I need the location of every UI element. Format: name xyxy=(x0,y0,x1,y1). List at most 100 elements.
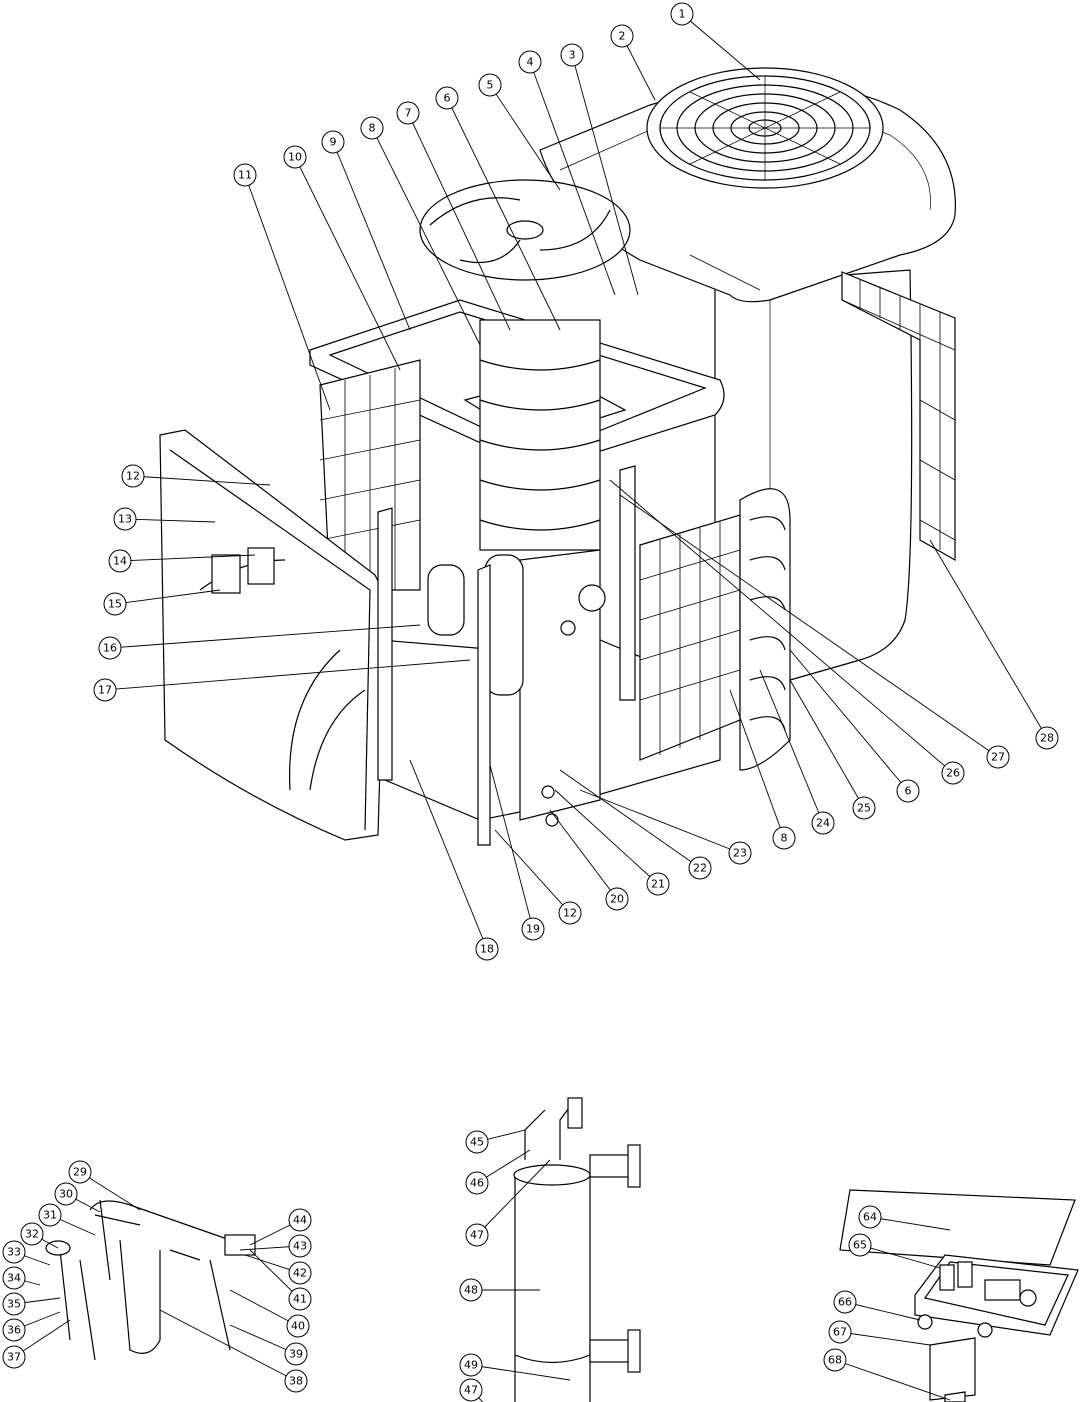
callout-bubble xyxy=(728,841,752,865)
callout-bubble xyxy=(435,86,459,110)
callout-11: 11 xyxy=(233,163,331,411)
callout-bubble xyxy=(93,678,117,702)
callout-bubble xyxy=(20,1222,44,1246)
callout-bubble xyxy=(284,1369,308,1393)
callout-bubble xyxy=(521,917,545,941)
callout-bubble xyxy=(283,145,307,169)
callout-number: 21 xyxy=(651,878,665,891)
callout-leader xyxy=(834,1359,951,1401)
callout-47: 47 xyxy=(465,1159,551,1247)
callout-leader xyxy=(470,1389,484,1402)
callout-9: 9 xyxy=(321,130,411,331)
callout-48: 48 xyxy=(459,1278,540,1302)
callout-16: 16 xyxy=(98,624,421,660)
callout-leader xyxy=(114,589,221,605)
callout-31: 31 xyxy=(38,1203,96,1236)
callout-number: 31 xyxy=(43,1209,57,1222)
callout-43: 43 xyxy=(239,1234,312,1258)
callout-bubble xyxy=(475,937,499,961)
fan-blade xyxy=(419,179,631,281)
callout-bubble xyxy=(321,130,345,154)
callout-leader xyxy=(549,809,618,900)
callout-number: 46 xyxy=(470,1177,484,1190)
callout-leader xyxy=(446,97,561,331)
controller-display xyxy=(211,554,241,594)
callout-19: 19 xyxy=(489,764,545,941)
callout-number: 4 xyxy=(527,56,534,69)
callout-number: 20 xyxy=(610,893,624,906)
callout-bubble xyxy=(288,1234,312,1258)
callout-number: 3 xyxy=(569,49,576,62)
callout-number: 1 xyxy=(679,8,686,21)
callout-number: 6 xyxy=(444,92,451,105)
callout-29: 29 xyxy=(68,1160,141,1211)
valve-body xyxy=(224,1234,256,1256)
callout-bubble xyxy=(98,636,122,660)
callout-leader xyxy=(407,112,511,331)
callout-leader xyxy=(494,829,571,914)
callout-bubble xyxy=(823,1348,847,1372)
water-panel xyxy=(519,549,601,821)
callout-leader xyxy=(869,1216,951,1231)
callout-bubble xyxy=(772,826,796,850)
callout-6: 6 xyxy=(435,86,561,331)
callout-number: 6 xyxy=(905,785,912,798)
callout-leader xyxy=(489,84,561,191)
callout-12: 12 xyxy=(494,829,582,925)
callout-leader xyxy=(409,759,488,950)
callout-bubble xyxy=(941,761,965,785)
callout-bubble xyxy=(288,1261,312,1285)
callout-42: 42 xyxy=(244,1254,312,1285)
callout-bubble xyxy=(459,1278,483,1302)
callout-66: 66 xyxy=(833,1290,921,1321)
callout-2: 2 xyxy=(610,24,656,101)
callout-leader xyxy=(529,61,616,296)
callout-bubble xyxy=(896,779,920,803)
callout-number: 48 xyxy=(464,1284,478,1297)
callout-leader xyxy=(554,789,659,885)
callout-number: 68 xyxy=(828,1354,842,1367)
side-grille xyxy=(841,271,956,562)
callout-number: 39 xyxy=(289,1348,303,1361)
back-grille xyxy=(639,514,741,761)
callout-leader xyxy=(839,1331,931,1346)
callout-bubble xyxy=(284,1342,308,1366)
callout-bubble xyxy=(478,73,502,97)
callout-bubble xyxy=(288,1208,312,1232)
callout-number: 12 xyxy=(126,470,140,483)
callout-bubble xyxy=(646,872,670,896)
callout-bubble xyxy=(2,1240,26,1264)
callout-number: 26 xyxy=(946,767,960,780)
callout-bubble xyxy=(610,24,634,48)
callout-bubble xyxy=(1035,726,1059,750)
callout-number: 35 xyxy=(7,1298,21,1311)
coil-assembly xyxy=(479,319,601,551)
callout-1: 1 xyxy=(670,2,761,81)
callout-number: 33 xyxy=(7,1246,21,1259)
callout-68: 68 xyxy=(823,1348,951,1401)
callout-leader xyxy=(621,35,656,101)
callout-23: 23 xyxy=(579,789,752,865)
callout-number: 23 xyxy=(733,847,747,860)
callout-leader xyxy=(559,769,701,869)
callout-number: 11 xyxy=(238,169,252,182)
callout-28: 28 xyxy=(929,539,1059,750)
callout-64: 64 xyxy=(858,1205,951,1231)
callout-65: 65 xyxy=(848,1233,941,1269)
callout-number: 66 xyxy=(838,1296,852,1309)
callout-number: 19 xyxy=(526,923,540,936)
left-grille xyxy=(319,359,421,591)
callout-leader xyxy=(859,1244,941,1269)
callout-bubble xyxy=(518,50,542,74)
callout-32: 32 xyxy=(20,1222,59,1249)
callout-bubble xyxy=(286,1314,310,1338)
callout-bubble xyxy=(68,1160,92,1184)
callout-leader xyxy=(470,1364,571,1381)
callout-bubble xyxy=(560,43,584,67)
callout-44: 44 xyxy=(249,1208,312,1246)
callout-bubble xyxy=(986,745,1010,769)
callout-4: 4 xyxy=(518,50,616,296)
callout-number: 45 xyxy=(470,1136,484,1149)
callout-bubble xyxy=(38,1203,62,1227)
callout-leader xyxy=(119,554,256,562)
